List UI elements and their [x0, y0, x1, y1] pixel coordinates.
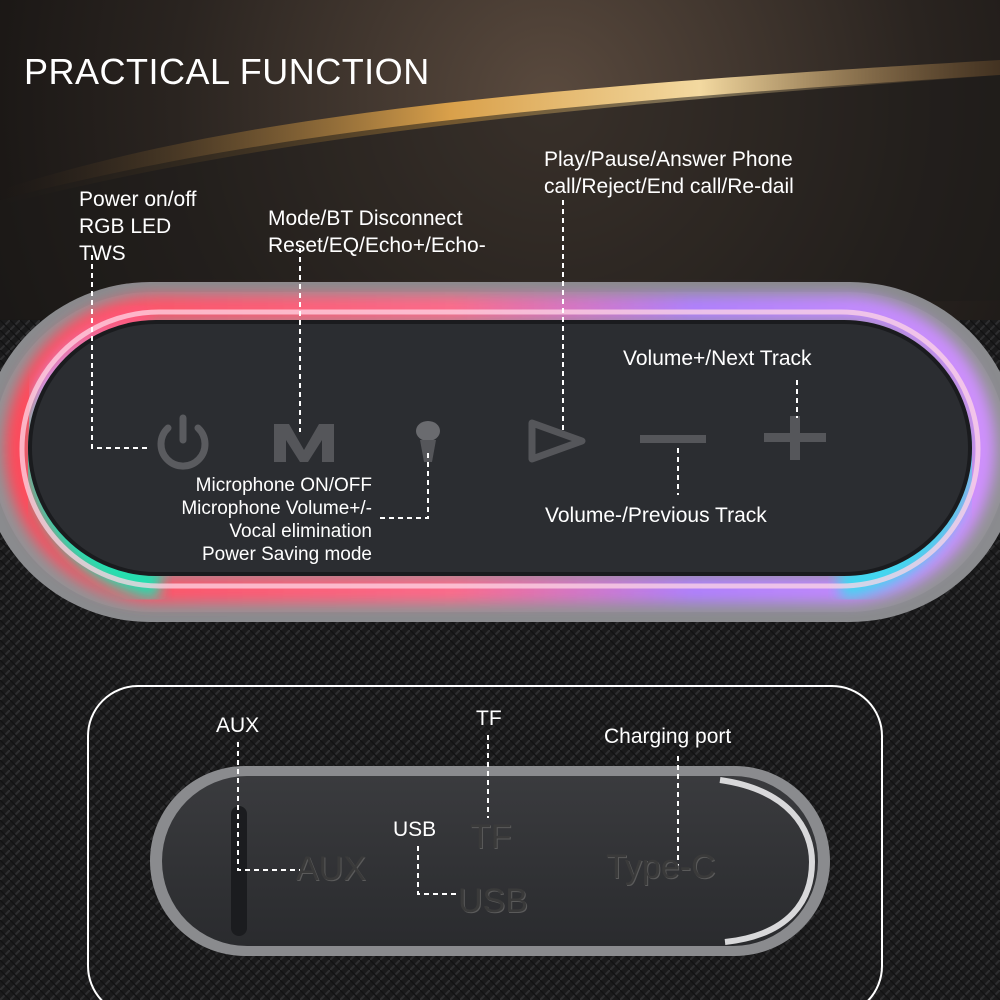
- type-c-port[interactable]: Type-C: [606, 848, 716, 886]
- play-button-label: Play/Pause/Answer Phone call/Reject/End …: [544, 148, 794, 198]
- tf-slot[interactable]: TF: [470, 818, 512, 856]
- plus-button-label: Volume+/Next Track: [623, 347, 812, 370]
- mic-leader: [380, 450, 429, 519]
- power-button-label: Power on/off RGB LED TWS: [79, 188, 197, 265]
- usb-port[interactable]: USB: [458, 882, 528, 920]
- aux-callout: AUX: [216, 714, 260, 737]
- power-icon[interactable]: [157, 414, 209, 470]
- microphone-icon[interactable]: [416, 421, 440, 462]
- microphone-button-label: Microphone ON/OFF Microphone Volume+/- V…: [181, 475, 372, 565]
- m-mode-icon[interactable]: [274, 424, 334, 462]
- plus-icon[interactable]: [764, 416, 826, 460]
- aux-leader: [237, 742, 300, 871]
- aux-port[interactable]: AUX: [296, 850, 366, 888]
- page-title: PRACTICAL FUNCTION: [24, 51, 430, 92]
- power-leader: [91, 255, 150, 449]
- minus-button-label: Volume-/Previous Track: [545, 504, 767, 527]
- usb-leader: [417, 846, 460, 895]
- mode-button-label: Mode/BT Disconnect Reset/EQ/Echo+/Echo-: [268, 207, 486, 257]
- tf-callout: TF: [476, 707, 502, 730]
- charging-port-callout: Charging port: [604, 725, 732, 748]
- usb-callout: USB: [393, 818, 437, 841]
- minus-icon[interactable]: [640, 435, 706, 443]
- play-icon[interactable]: [528, 419, 586, 463]
